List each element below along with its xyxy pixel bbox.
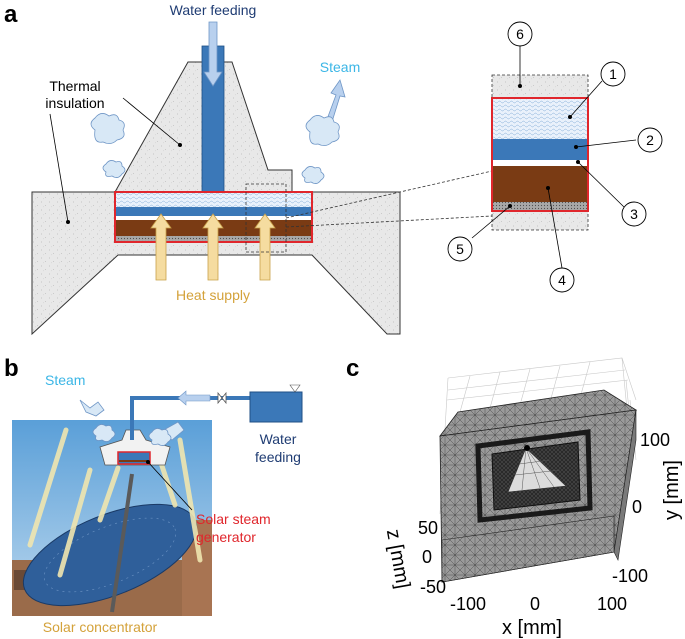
callout-leader-2 (575, 139, 637, 148)
y-axis-label: y [mm] (661, 460, 683, 520)
y-tick-label-3: -100 (612, 566, 648, 586)
generator-leader (147, 461, 193, 511)
inset-absorber (492, 166, 588, 202)
x-tick-label-2: 0 (530, 594, 540, 614)
callout-dot-4 (546, 186, 550, 190)
z-tick-label-2: 0 (422, 547, 432, 567)
insulation-leader-2 (49, 113, 69, 223)
panel-c-letter: c (346, 355, 359, 382)
z-tick-label-1: 50 (418, 518, 438, 538)
panel-b-letter: b (4, 355, 19, 382)
callout-label-3: 3 (630, 206, 638, 222)
callout-label-2: 2 (646, 132, 654, 148)
callout-dot-6 (518, 84, 522, 88)
steam-label-b: Steam (45, 372, 85, 388)
steam-cloud-left (90, 113, 126, 178)
y-tick-label-1: 100 (640, 430, 670, 450)
concentrator-mast (110, 473, 134, 613)
inset-red-frame (491, 97, 589, 212)
zoom-box (245, 183, 287, 253)
feed-flow-arrow (177, 390, 211, 406)
callout-label-1: 1 (609, 66, 617, 82)
callout-circle-1 (600, 61, 626, 87)
water-tank (249, 391, 303, 423)
thermal-insulation-label-2: insulation (45, 95, 104, 111)
panel-a: a Water feeding Steam (4, 1, 663, 336)
water-feeding-arrow (203, 21, 223, 87)
inset-water-layer (492, 139, 588, 160)
steam-cloud-b (79, 399, 185, 446)
steam-cloud-right (301, 115, 340, 184)
solar-steam-generator-label-2: generator (196, 529, 256, 545)
callout-circle-5 (447, 236, 473, 262)
z-axis-label: z [mm] (382, 528, 414, 591)
thermal-insulation-label-1: Thermal (49, 78, 100, 94)
steam-label: Steam (320, 59, 360, 75)
callout-dot-5 (508, 204, 512, 208)
valve-icon (217, 391, 227, 405)
callout-circle-3 (621, 201, 647, 227)
inset-separator (492, 160, 588, 166)
mesh-bottom-band (441, 515, 615, 583)
callout-circle-6 (507, 21, 533, 47)
panel-a-letter: a (4, 1, 18, 28)
insulation-leader-dot-1 (178, 143, 182, 147)
water-level-indicator (289, 384, 301, 393)
chamber-steam-space (116, 193, 311, 209)
solar-steam-generator-label-1: Solar steam (196, 511, 271, 527)
zoom-connector-2 (285, 215, 493, 228)
inset-base (492, 202, 588, 211)
callout-dot-3 (576, 160, 580, 164)
callout-leader-5 (471, 205, 511, 239)
mesh-pyramid-lines (514, 447, 561, 491)
heat-arrow-3 (254, 213, 276, 281)
z-tick-label-3: -50 (420, 577, 446, 597)
generator-leader-dot (146, 460, 150, 464)
callout-dot-2 (574, 145, 578, 149)
insulation-leader-dot-2 (66, 220, 70, 224)
callout-leader-4 (547, 187, 563, 269)
mesh-pyramid (507, 447, 567, 493)
heat-supply-label: Heat supply (176, 287, 250, 303)
callout-circle-4 (549, 267, 575, 293)
callout-leader-3 (577, 161, 625, 208)
callout-dot-1 (568, 115, 572, 119)
callout-label-5: 5 (456, 241, 464, 257)
mesh-side-face (613, 409, 637, 561)
mesh-apex-point (524, 445, 530, 451)
light-rays (27, 427, 203, 578)
water-feeding-label: Water feeding (170, 2, 257, 18)
water-feeding-label-b-2: feeding (255, 449, 301, 465)
concentrator-dish-inner (43, 517, 177, 593)
mesh-frame-outer (475, 429, 593, 523)
panel-c: c -100 0 100 x [mm] (346, 355, 683, 639)
solar-concentrator-label: Solar concentrator (43, 619, 158, 635)
inset-steam-layer (492, 99, 588, 139)
generator-red-frame (117, 451, 151, 465)
chamber-water-layer (116, 207, 311, 216)
x-axis-label: x [mm] (502, 617, 562, 639)
water-feeding-label-b-1: Water (260, 431, 297, 447)
y-tick-label-2: 0 (632, 497, 642, 517)
x-tick-label-1: -100 (450, 594, 486, 614)
callout-leader-1 (569, 80, 603, 118)
callout-label-4: 4 (558, 272, 566, 288)
heat-arrow-2 (202, 213, 224, 281)
heat-supply-arrows (150, 213, 276, 281)
callout-circle-2 (637, 127, 663, 153)
zoom-inset (491, 74, 589, 231)
insulation-leader-1 (122, 97, 181, 146)
x-tick-label-3: 100 (597, 594, 627, 614)
zoom-connector-1 (285, 170, 493, 219)
heat-arrow-1 (150, 213, 172, 281)
panel-b: b Water feeding (4, 355, 303, 635)
feed-pipe (130, 396, 256, 440)
callout-label-6: 6 (516, 26, 524, 42)
